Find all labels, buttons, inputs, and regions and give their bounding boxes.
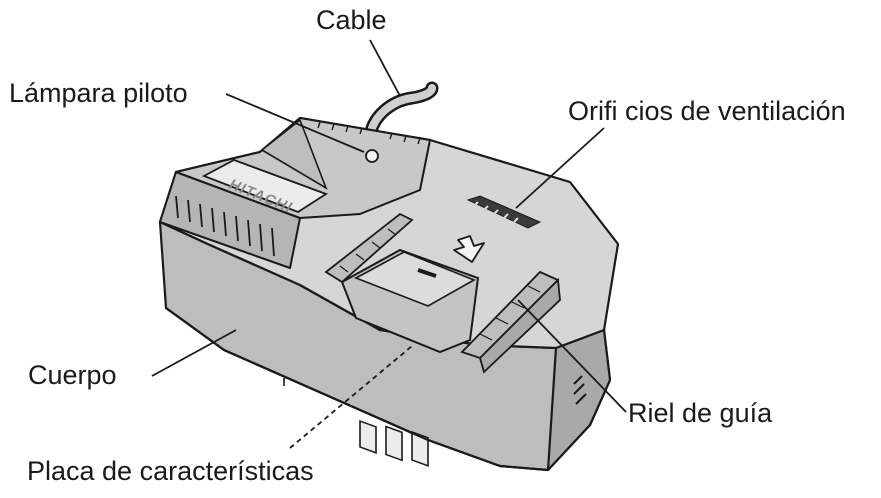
label-guide-rail: Riel de guía: [628, 398, 773, 428]
label-cable: Cable: [316, 5, 387, 35]
cable-cord-core: [368, 84, 436, 132]
brand-plate: [201, 159, 329, 214]
label-rating-plate: Placa de características: [27, 456, 314, 486]
contact-terminals: [359, 419, 429, 467]
ventilation-holes: [466, 195, 542, 229]
triangle-panel: [260, 118, 328, 190]
insert-arrow-icon: [453, 235, 485, 263]
contact-block-top: [354, 251, 476, 307]
contact-center-slot: [417, 268, 437, 278]
label-body: Cuerpo: [28, 360, 117, 390]
pilot-lamp: [365, 149, 379, 163]
leader-body: [151, 329, 237, 377]
side-vents: [573, 375, 587, 405]
base-edge: [165, 307, 549, 472]
label-pilot-lamp: Lámpara piloto: [9, 78, 188, 108]
right-rail-ridges: [479, 285, 541, 341]
leader-vent: [515, 127, 605, 209]
left-rail-ridges: [339, 228, 397, 273]
leader-rail: [517, 299, 627, 413]
leader-cable: [369, 39, 401, 97]
top-ridge: [317, 121, 421, 145]
right-guide-rail-wall: [478, 278, 561, 374]
label-vent-holes: Orifi cios de ventilación: [568, 96, 846, 126]
leader-lamp: [225, 93, 365, 153]
left-housing-ribs: [175, 195, 275, 257]
